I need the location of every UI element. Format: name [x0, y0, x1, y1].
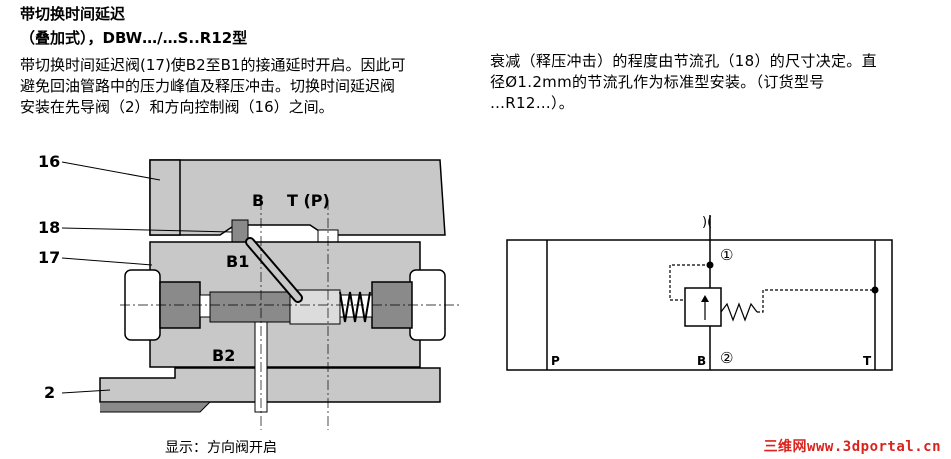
schematic-port-b: B: [697, 354, 706, 368]
hydraulic-schematic: )( ① ② P B T: [506, 215, 893, 371]
right-paragraph: 衰减（释压冲击）的程度由节流孔（18）的尺寸决定。直 径Ø1.2mm的节流孔作为…: [490, 51, 877, 114]
right-paragraph-line: 径Ø1.2mm的节流孔作为标准型安装。（订货型号: [490, 73, 825, 91]
marker-2: ②: [720, 349, 733, 367]
directional-valve-end: [149, 159, 181, 236]
pilot-valve-body: [99, 367, 441, 403]
marker-1: ①: [720, 246, 733, 264]
callout-17: 17: [38, 248, 60, 267]
return-spring: [339, 291, 371, 323]
orifice-symbol: )(: [702, 215, 712, 230]
left-paragraph-line: 安装在先导阀（2）和方向控制阀（16）之间。: [20, 98, 334, 116]
port-b-label: B: [252, 191, 264, 210]
schematic-frame: [506, 239, 893, 371]
check-valve-symbol: [684, 287, 722, 327]
callout-16: 16: [38, 152, 60, 171]
left-paragraph-line: 避免回油管路中的压力峰值及释压冲击。切换时间延迟阀: [20, 77, 396, 95]
left-paragraph: 带切换时间延迟阀(17)使B2至B1的接通延时开启。因此可 避免回油管路中的压力…: [20, 55, 405, 118]
orifice-18: [231, 219, 249, 243]
figure-caption: 显示：方向阀开启: [165, 440, 277, 456]
right-paragraph-line: 衰减（释压冲击）的程度由节流孔（18）的尺寸决定。直: [490, 52, 877, 70]
port-t-label: T (P): [287, 191, 330, 210]
section-subheading: （叠加式），DBW…/…S..R12型: [20, 29, 248, 47]
spring-symbol: [720, 302, 758, 322]
port-b2-label: B2: [212, 346, 235, 365]
watermark: 三维网www.3dportal.cn: [763, 439, 941, 455]
section-heading: 带切换时间延迟: [20, 5, 126, 23]
right-paragraph-line: …R12…）。: [490, 94, 575, 112]
valve-section-drawing: 16 18 17 2 B T (P) B1 B2: [38, 152, 460, 430]
callout-18: 18: [38, 218, 60, 237]
spool: [209, 291, 291, 323]
schematic-port-t: T: [863, 354, 872, 368]
left-paragraph-line: 带切换时间延迟阀(17)使B2至B1的接通延时开启。因此可: [20, 56, 406, 74]
callout-2: 2: [44, 383, 55, 402]
port-b1-label: B1: [226, 252, 249, 271]
schematic-port-p: P: [551, 354, 560, 368]
